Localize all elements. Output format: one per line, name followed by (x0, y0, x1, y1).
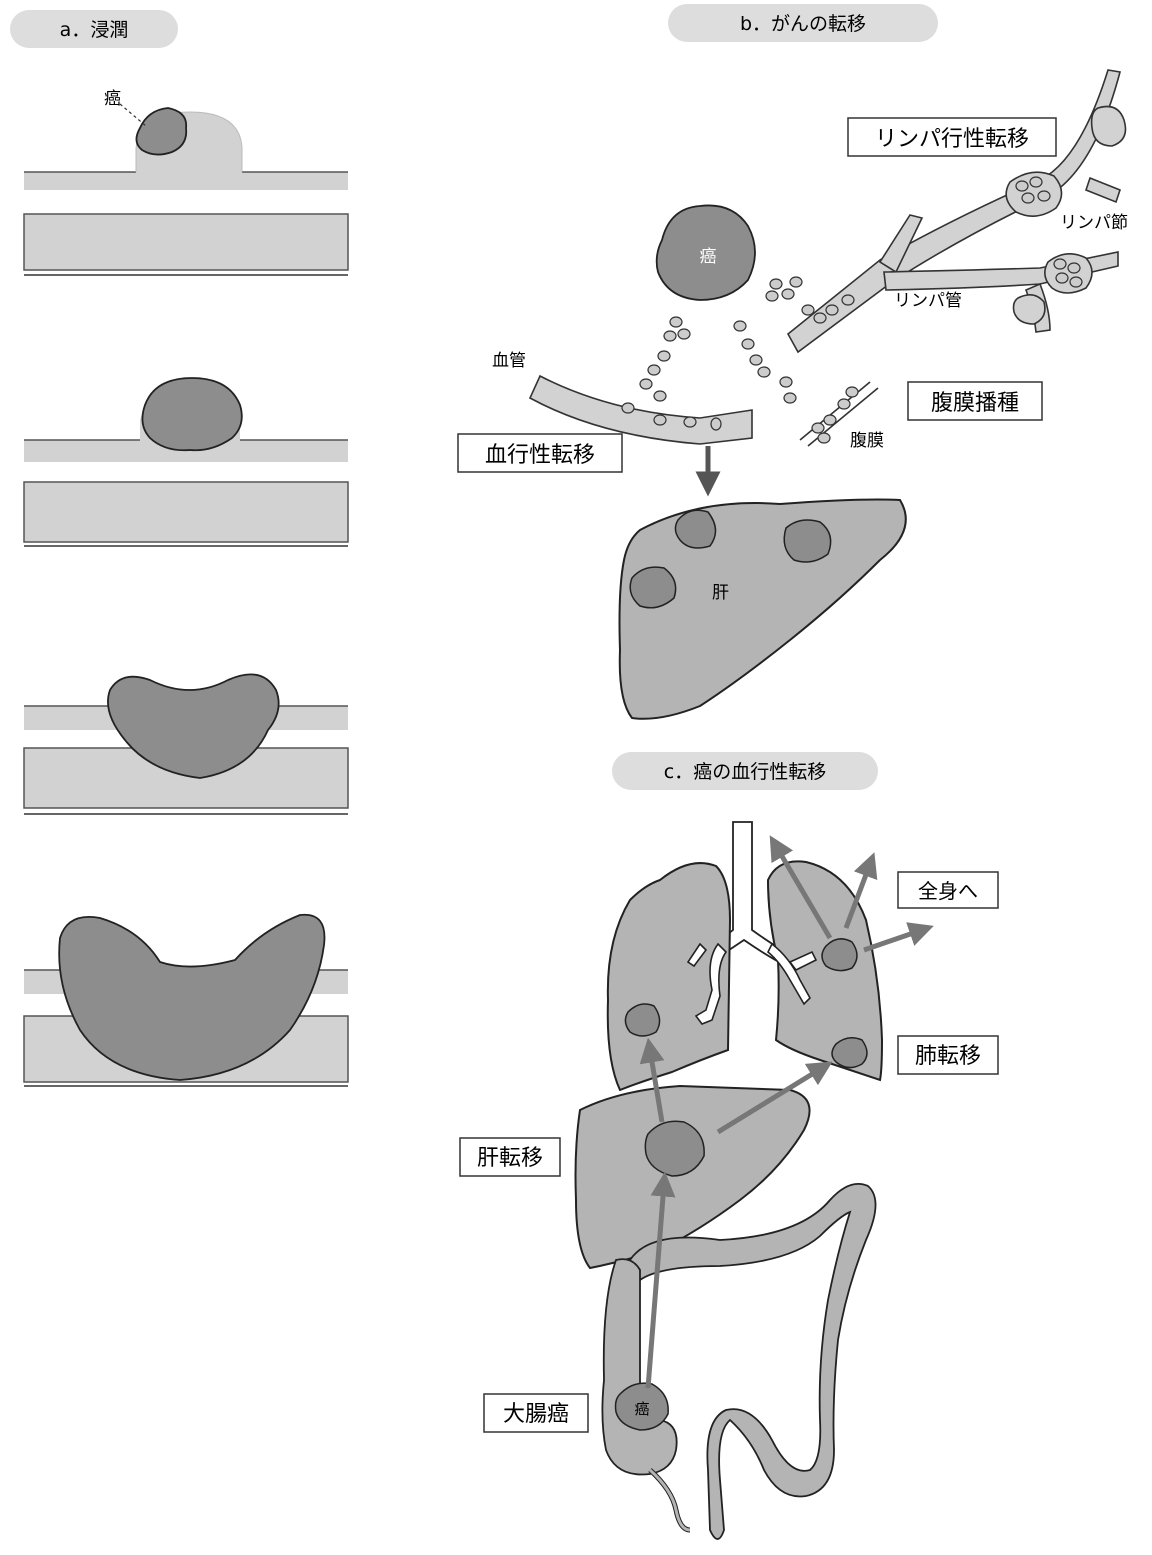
lymphatic-metastasis-label: リンパ行性転移 (875, 127, 1029, 152)
liver-metastasis-label: 肝転移 (477, 1146, 543, 1171)
liver-label: 肝 (712, 583, 729, 603)
panel-a: a．浸潤 癌 (10, 10, 348, 1086)
lymph-vessel-label: リンパ管 (894, 291, 962, 311)
panel-b-title: b．がんの転移 (740, 13, 866, 35)
appendix (650, 1470, 690, 1530)
lymph-node-label: リンパ節 (1060, 213, 1128, 233)
primary-tumor-label: 癌 (700, 247, 717, 267)
invasion-stage-1: 癌 (24, 89, 348, 275)
tumor-stage-1 (136, 108, 186, 155)
tumor-stage-2 (142, 378, 241, 450)
liver-tumor (645, 1121, 704, 1176)
invasion-stage-2 (24, 378, 348, 546)
to-whole-body-label: 全身へ (918, 879, 978, 903)
lung-metastasis-label: 肺転移 (915, 1044, 981, 1069)
invasion-stage-3 (24, 674, 348, 814)
cancer-label: 癌 (104, 89, 121, 109)
panel-c-title: c．癌の血行性転移 (664, 761, 826, 783)
lung-tumor-left (625, 1004, 659, 1036)
blood-vessel-label: 血管 (492, 351, 526, 371)
peritoneum-label: 腹膜 (850, 431, 884, 451)
peritoneal-dissemination-label: 腹膜播種 (931, 391, 1019, 416)
colorectal-tumor-label: 癌 (634, 1400, 649, 1418)
lymph-node-4 (1014, 295, 1045, 324)
panel-b: b．がんの転移 癌 (458, 4, 1128, 719)
hematogenous-metastasis-label: 血行性転移 (485, 443, 595, 468)
lymph-node-1 (1092, 107, 1126, 147)
panel-a-title: a．浸潤 (60, 19, 129, 41)
invasion-stage-4 (24, 915, 348, 1086)
lymph-node-3 (1045, 254, 1092, 293)
panel-c: c．癌の血行性転移 癌 (460, 752, 998, 1539)
colorectal-cancer-label: 大腸癌 (503, 1402, 569, 1427)
liver-b: 肝 (620, 500, 906, 719)
primary-tumor: 癌 (657, 205, 755, 300)
lung-tumor-lower-right (832, 1038, 867, 1068)
colorectal-tumor: 癌 (616, 1383, 669, 1430)
